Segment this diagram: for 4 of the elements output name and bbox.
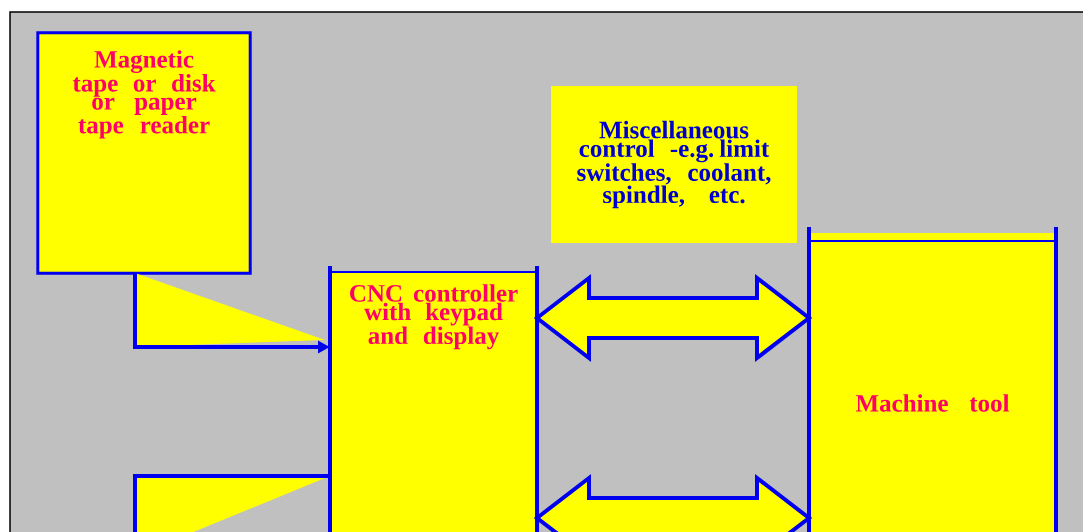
note-box: Miscellaneous control -e.g. limit switches, coolant, spindle, etc. <box>551 86 797 243</box>
machine-box: Machine tool <box>807 227 1058 532</box>
connector-line <box>133 474 330 532</box>
controller-box: CNC controller with keypad and display <box>328 266 539 532</box>
